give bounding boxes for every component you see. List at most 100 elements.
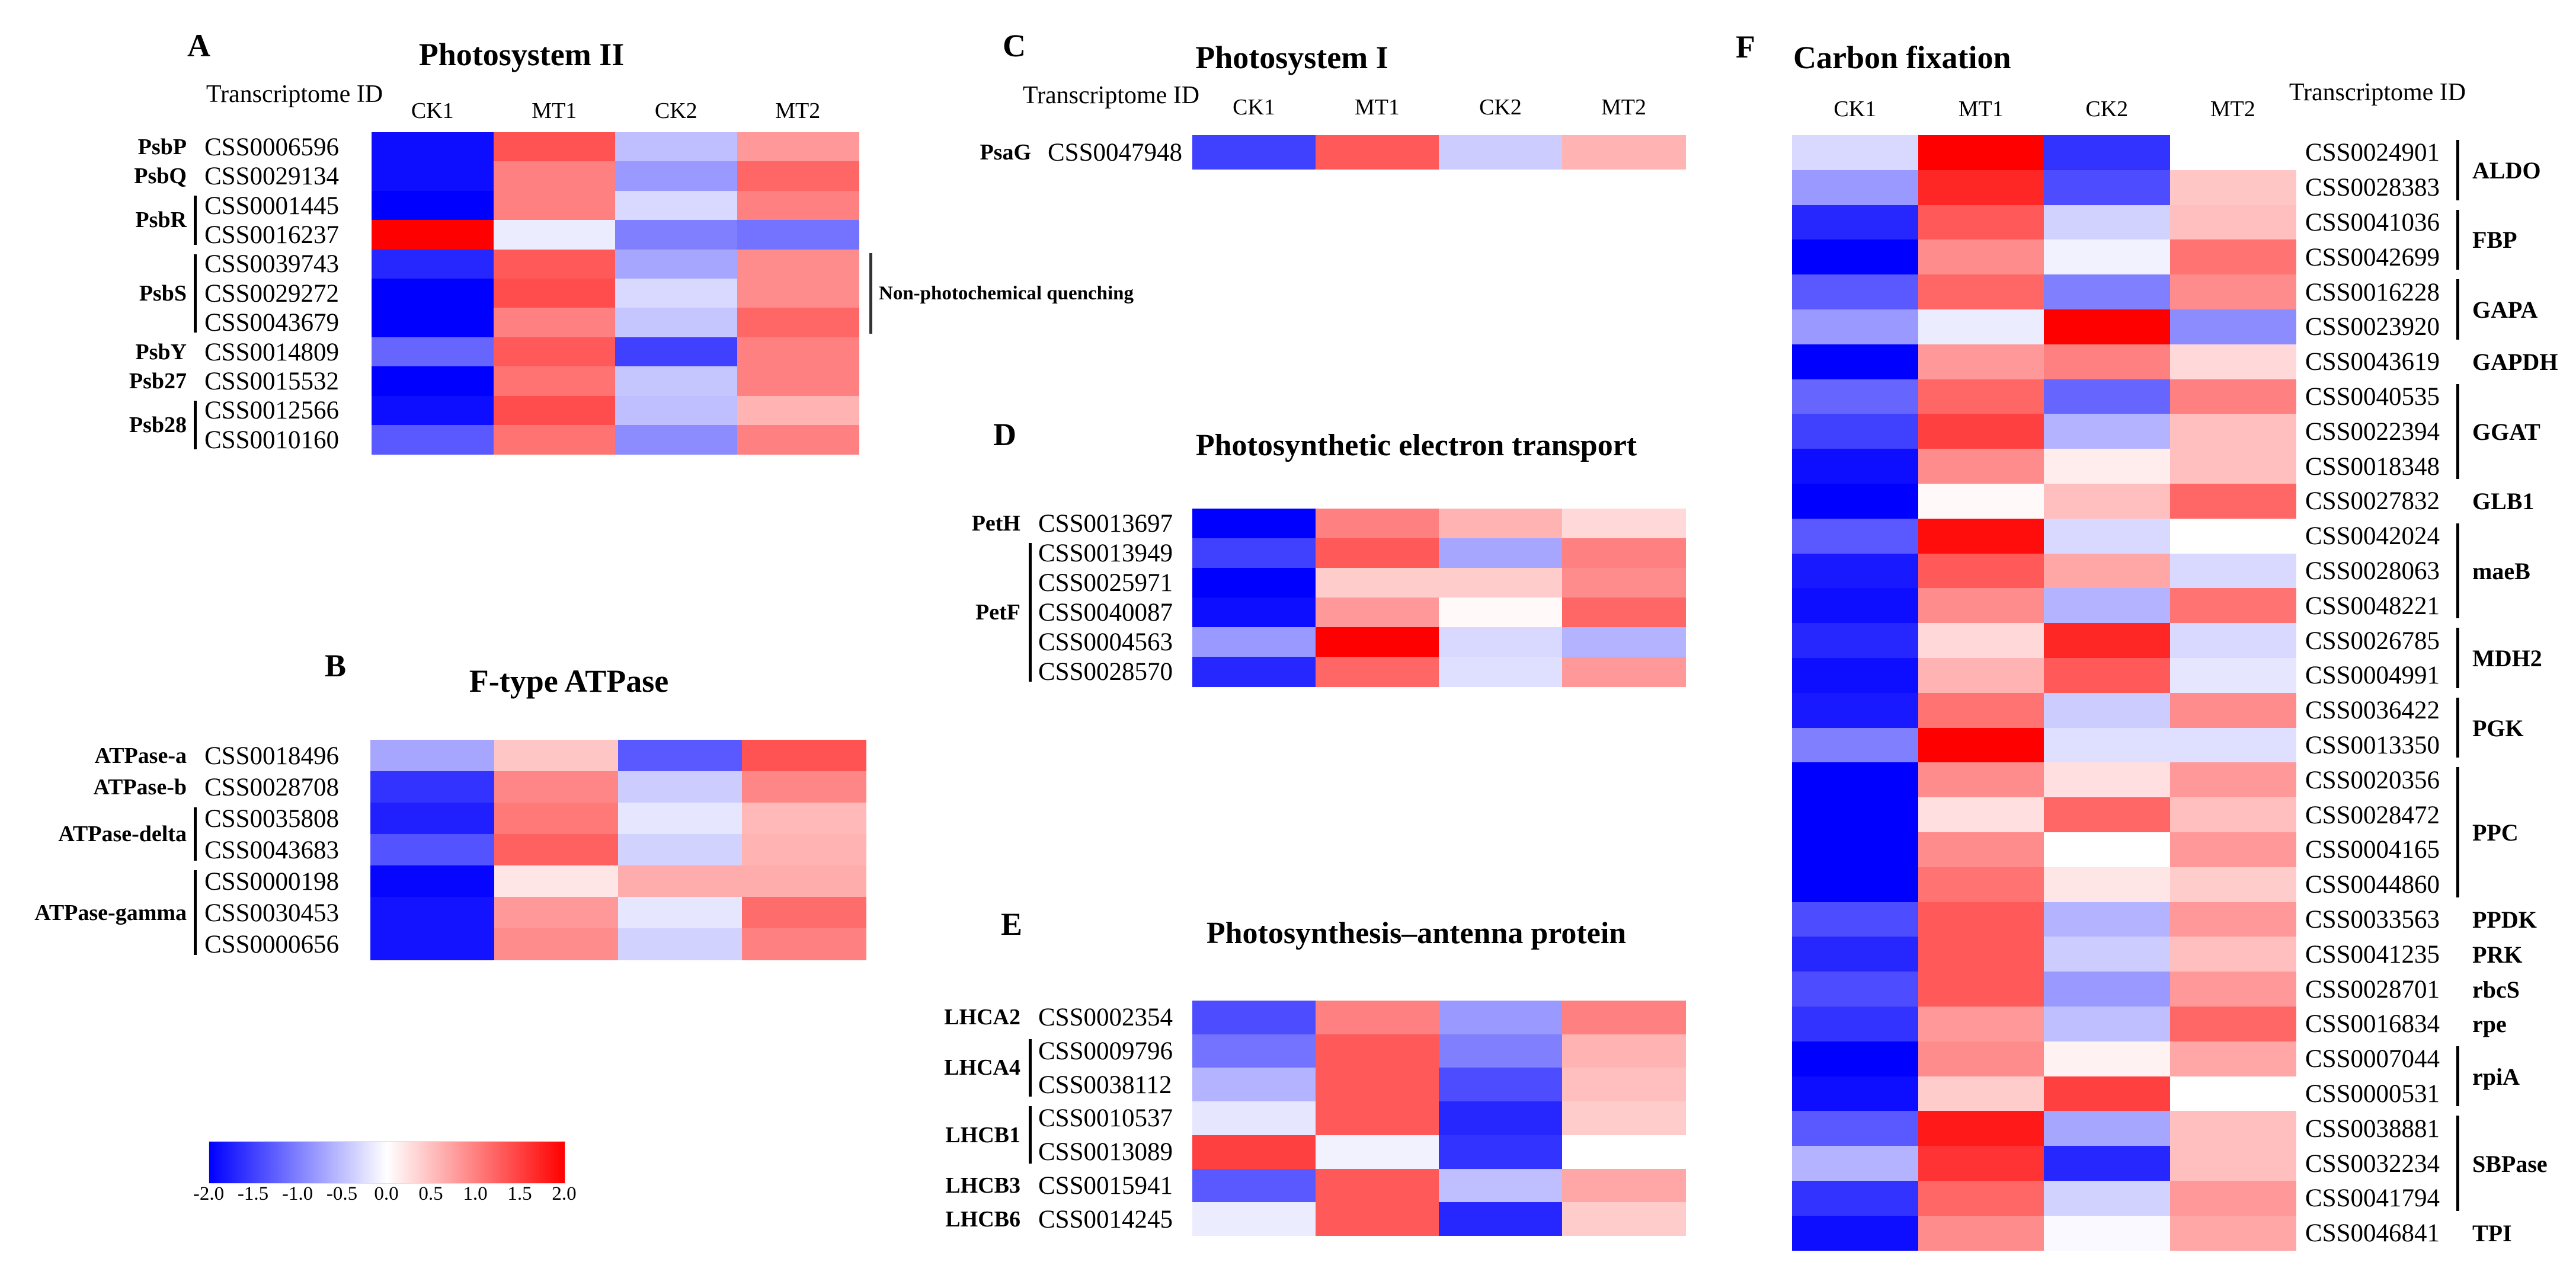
- heatmap-cell: [1192, 1135, 1316, 1169]
- heatmap-cell: [1792, 588, 1918, 624]
- transcriptome-id-label: CSS0044860: [2305, 871, 2440, 899]
- colorbar-tick: -1.5: [237, 1183, 269, 1204]
- heatmap-cell: [372, 161, 494, 191]
- heatmap-cell: [1192, 598, 1316, 628]
- transcriptome-id-label: CSS0006596: [204, 133, 340, 161]
- heatmap-cell: [737, 395, 859, 426]
- column-header-mt2: MT2: [775, 98, 821, 123]
- heatmap-cell: [372, 425, 494, 455]
- gene-group-bracket: [194, 870, 197, 955]
- heatmap-cell: [2044, 379, 2170, 414]
- heatmap-cell: [1918, 797, 2044, 833]
- heatmap-cell: [1792, 1181, 1918, 1216]
- gene-group-label: ATPase-gamma: [34, 900, 187, 925]
- heatmap-cell: [493, 190, 616, 221]
- heatmap-cell: [1792, 553, 1918, 589]
- heatmap-cell: [2044, 309, 2170, 345]
- heatmap-cell: [1316, 538, 1439, 568]
- heatmap-cell: [1316, 627, 1439, 657]
- heatmap-cell: [737, 220, 859, 250]
- gene-group-label: PetF: [975, 600, 1020, 625]
- heatmap-cell: [494, 834, 619, 866]
- transcriptome-id-label: CSS0028570: [1038, 658, 1173, 686]
- heatmap-cell: [2169, 832, 2296, 868]
- heatmap-cell: [1192, 1068, 1316, 1102]
- transcriptome-id-label: CSS0010160: [204, 426, 340, 454]
- heatmap-cell: [372, 132, 494, 162]
- transcriptome-id-label: CSS0015532: [204, 367, 340, 395]
- heatmap-cell: [1918, 205, 2044, 240]
- heatmap-cell: [1918, 972, 2044, 1007]
- heatmap-cell: [1792, 727, 1918, 763]
- gene-group-label: PRK: [2472, 941, 2523, 968]
- heatmap-cell: [618, 740, 743, 772]
- heatmap-cell: [1918, 449, 2044, 484]
- heatmap-cell: [2044, 1041, 2170, 1077]
- heatmap-cell: [1918, 1007, 2044, 1042]
- transcriptome-id-label: CSS0023920: [2305, 313, 2440, 341]
- heatmap-cell: [1792, 1076, 1918, 1111]
- colorbar-tick: 0.5: [418, 1183, 443, 1204]
- gene-group-label: ATPase-a: [94, 743, 187, 768]
- panel-title-e: Photosynthesis–antenna protein: [1206, 916, 1627, 950]
- heatmap-cell: [1918, 1181, 2044, 1216]
- transcriptome-id-label: CSS0020356: [2305, 766, 2440, 794]
- heatmap-cell: [2044, 867, 2170, 903]
- gene-group-bracket: [2456, 279, 2459, 340]
- column-header-ck2: CK2: [2085, 97, 2129, 122]
- panel-letter-f: F: [1736, 29, 1755, 65]
- transcriptome-id-label: CSS0046841: [2305, 1219, 2440, 1248]
- heatmap-cell: [1792, 658, 1918, 694]
- transcriptome-id-label: CSS0041794: [2305, 1184, 2440, 1213]
- transcriptome-id-label: CSS0027832: [2305, 487, 2440, 516]
- colorbar-tick: 1.5: [507, 1183, 532, 1204]
- heatmap-cell: [493, 395, 616, 426]
- heatmap-cell: [2044, 414, 2170, 449]
- heatmap-cell: [1792, 205, 1918, 240]
- transcriptome-id-label: CSS0001445: [204, 191, 340, 220]
- heatmap-cell: [1439, 1135, 1563, 1169]
- heatmap-cell: [493, 279, 616, 308]
- heatmap-cell: [742, 865, 866, 897]
- heatmap-cell: [1918, 239, 2044, 275]
- heatmap-d: [1192, 509, 1686, 687]
- heatmap-cell: [615, 161, 737, 191]
- gene-group-bracket: [2456, 1116, 2459, 1211]
- heatmap-cell: [742, 771, 866, 803]
- heatmap-cell: [494, 803, 619, 835]
- heatmap-cell: [2044, 274, 2170, 310]
- transcriptome-id-label: CSS0004563: [1038, 628, 1173, 656]
- gene-group-label: PsaG: [980, 139, 1031, 165]
- gene-group-label: GAPDH: [2472, 349, 2558, 376]
- panel-title-b: F-type ATPase: [469, 663, 669, 699]
- heatmap-cell: [1918, 937, 2044, 972]
- heatmap-cell: [1792, 623, 1918, 659]
- column-header-mt2: MT2: [1601, 95, 1646, 120]
- gene-group-label: GGAT: [2472, 418, 2540, 445]
- heatmap-cell: [1316, 657, 1439, 687]
- heatmap-cell: [615, 308, 737, 338]
- heatmap-cell: [1918, 658, 2044, 694]
- heatmap-cell: [2044, 972, 2170, 1007]
- heatmap-cell: [2044, 692, 2170, 729]
- heatmap-cell: [1316, 1001, 1439, 1035]
- transcriptome-id-label: CSS0014245: [1038, 1205, 1173, 1234]
- transcriptome-id-label: CSS0016228: [2305, 278, 2440, 306]
- heatmap-cell: [372, 395, 494, 426]
- heatmap-cell: [1316, 1068, 1439, 1102]
- heatmap-cell: [1792, 797, 1918, 833]
- colorbar-tick: -1.0: [281, 1183, 313, 1204]
- heatmap-cell: [1316, 135, 1439, 170]
- heatmap-cell: [370, 897, 495, 929]
- heatmap-cell: [1439, 135, 1563, 170]
- heatmap-cell: [1192, 568, 1316, 598]
- gene-group-label: TPI: [2472, 1220, 2512, 1247]
- heatmap-cell: [1918, 1146, 2044, 1181]
- transcriptome-id-label: CSS0038112: [1038, 1071, 1172, 1099]
- heatmap-cell: [618, 834, 743, 866]
- colorbar-gradient: [209, 1141, 565, 1184]
- heatmap-cell: [1792, 518, 1918, 554]
- npq-annotation-bracket: [869, 253, 872, 334]
- transcriptome-id-label: CSS0032234: [2305, 1149, 2440, 1178]
- heatmap-cell: [1918, 135, 2044, 171]
